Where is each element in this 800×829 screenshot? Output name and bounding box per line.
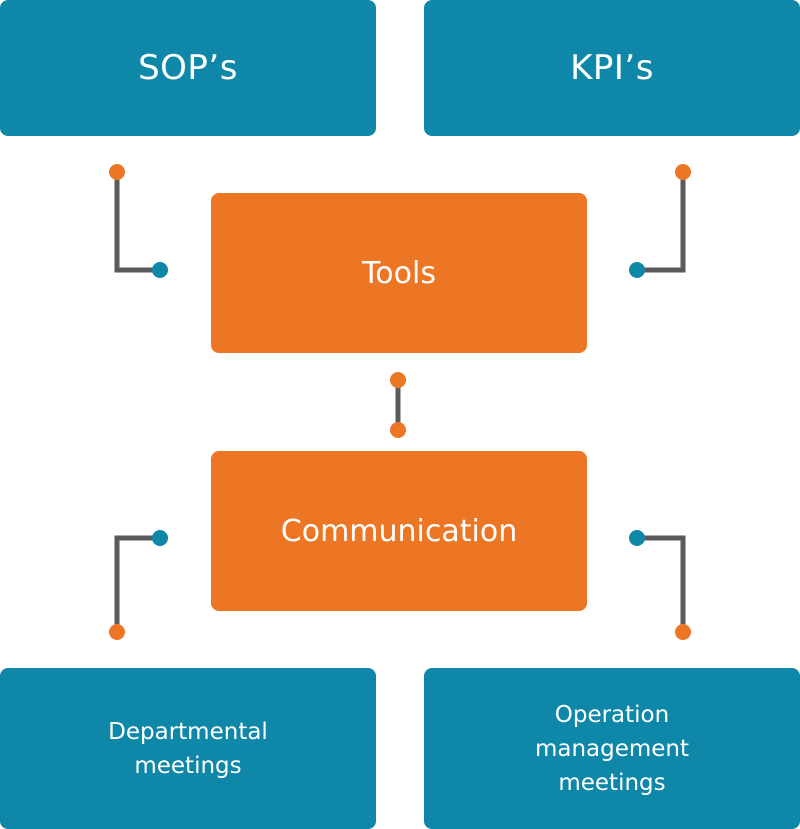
connector-node-communication-top bbox=[390, 422, 406, 438]
kpi-box: KPI’s bbox=[424, 0, 800, 136]
sop-box: SOP’s bbox=[0, 0, 376, 136]
operation-management-meetings-label: Operation management meetings bbox=[534, 701, 690, 796]
connector-node-communication-left bbox=[152, 530, 168, 546]
connector-node-tools-left bbox=[152, 262, 168, 278]
connector-communication-departmental bbox=[114, 535, 160, 632]
kpi-label: KPI’s bbox=[570, 48, 654, 88]
departmental-meetings-box: Departmental meetings bbox=[0, 668, 376, 829]
tools-label: Tools bbox=[362, 255, 436, 291]
sop-label: SOP’s bbox=[138, 48, 238, 88]
communication-box: Communication bbox=[211, 451, 587, 611]
connector-kpi-tools bbox=[637, 172, 686, 273]
connector-node-operation bbox=[675, 624, 691, 640]
connector-node-tools-right bbox=[629, 262, 645, 278]
communication-label: Communication bbox=[280, 513, 518, 549]
connector-node-sop bbox=[109, 164, 125, 180]
tools-box: Tools bbox=[211, 193, 587, 353]
operation-management-meetings-box: Operation management meetings bbox=[424, 668, 800, 829]
connector-node-tools-bottom bbox=[390, 372, 406, 388]
connector-sop-tools bbox=[114, 172, 160, 273]
connector-node-departmental bbox=[109, 624, 125, 640]
connector-node-communication-right bbox=[629, 530, 645, 546]
connector-node-kpi bbox=[675, 164, 691, 180]
departmental-meetings-label: Departmental meetings bbox=[108, 718, 268, 779]
connector-communication-operation bbox=[637, 535, 686, 632]
